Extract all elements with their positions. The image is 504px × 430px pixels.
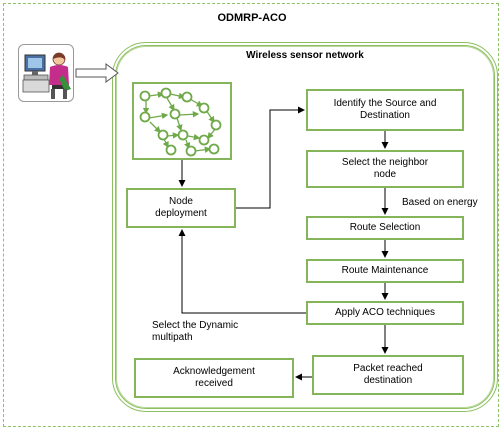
outer-dashed-frame	[3, 3, 499, 427]
network-subtitle: Wireless sensor network	[246, 50, 364, 61]
packet-reached-box: Packet reached destination	[312, 355, 464, 395]
select-dynamic-multipath-label: Select the Dynamic multipath	[152, 320, 239, 343]
select-neighbor-box: Select the neighbor node	[306, 150, 464, 188]
route-selection-box: Route Selection	[306, 216, 464, 240]
acknowledgement-box: Acknowledgement received	[134, 358, 294, 398]
route-maintenance-box: Route Maintenance	[306, 259, 464, 283]
user-at-computer-icon	[18, 44, 74, 102]
hollow-arrow	[75, 63, 119, 83]
arrow-aco-to-deployment	[178, 229, 306, 314]
apply-aco-box: Apply ACO techniques	[306, 301, 464, 325]
based-on-energy-label: Based on energy	[402, 197, 478, 208]
wireless-sensor-network-container	[112, 42, 498, 412]
arrow-deployment-to-identify	[236, 106, 305, 209]
sensor-network-graph-icon	[132, 82, 232, 160]
diagram-title: ODMRP-ACO	[217, 12, 287, 24]
identify-source-destination-box: Identify the Source and Destination	[306, 89, 464, 131]
node-deployment-box: Node deployment	[126, 188, 236, 228]
